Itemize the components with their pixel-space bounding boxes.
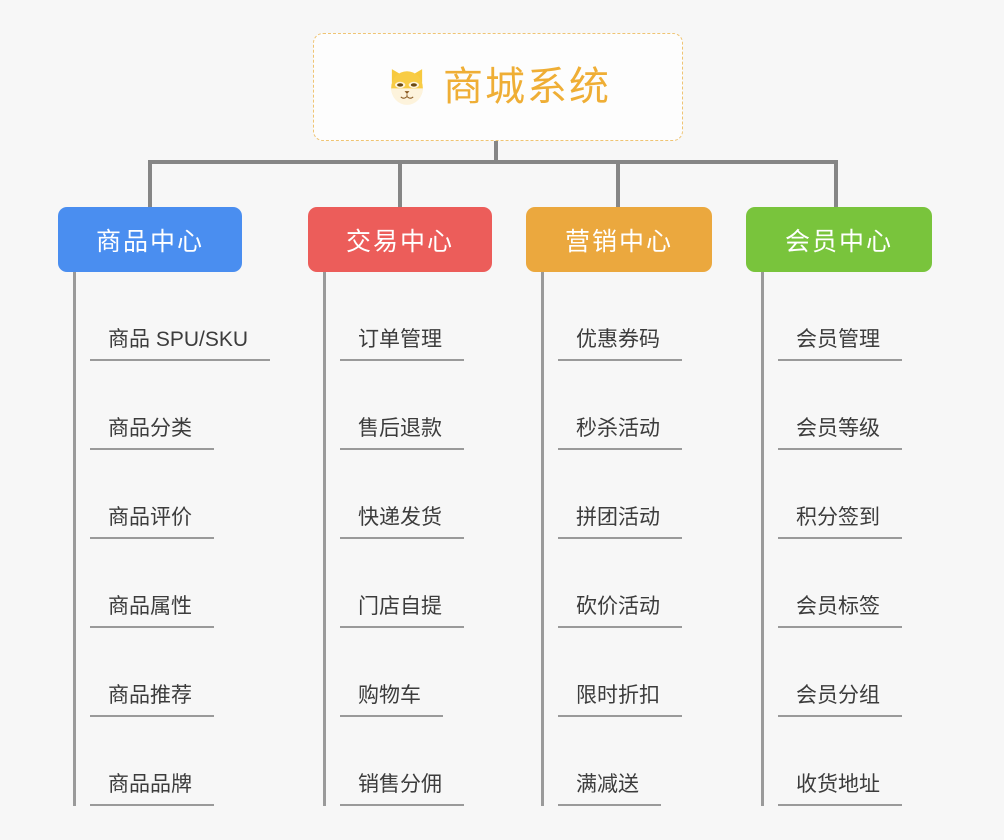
list-item[interactable]: 购物车: [326, 628, 492, 717]
connector-drop-4: [834, 160, 838, 208]
leaf-label: 优惠券码: [558, 329, 682, 361]
leaf-label: 商品分类: [90, 418, 214, 450]
leaf-label: 商品属性: [90, 596, 214, 628]
leaf-label: 会员分组: [778, 685, 902, 717]
connector-drop-3: [616, 160, 620, 208]
leaf-label: 砍价活动: [558, 596, 682, 628]
leaf-label: 商品品牌: [90, 774, 214, 806]
shiba-dog-face-icon: [391, 69, 423, 105]
list-item[interactable]: 商品属性: [76, 539, 270, 628]
leaf-label: 订单管理: [340, 329, 464, 361]
leaf-label: 售后退款: [340, 418, 464, 450]
connector-root-stem: [494, 141, 498, 164]
list-item[interactable]: 优惠券码: [544, 272, 712, 361]
list-item[interactable]: 拼团活动: [544, 450, 712, 539]
list-item[interactable]: 商品评价: [76, 450, 270, 539]
root-node-mall-system[interactable]: 商城系统: [313, 33, 683, 141]
category-node-marketing-center[interactable]: 营销中心: [526, 207, 712, 272]
list-item[interactable]: 秒杀活动: [544, 361, 712, 450]
branch-column-marketing-center: 营销中心 优惠券码 秒杀活动 拼团活动 砍价活动 限时折扣 满减送: [526, 207, 712, 806]
leaf-label: 快递发货: [340, 507, 464, 539]
list-item[interactable]: 会员管理: [764, 272, 932, 361]
leaf-list-product-center: 商品 SPU/SKU 商品分类 商品评价 商品属性 商品推荐 商品品牌: [73, 272, 271, 806]
leaf-label: 积分签到: [778, 507, 902, 539]
list-item[interactable]: 会员分组: [764, 628, 932, 717]
leaf-label: 会员标签: [778, 596, 902, 628]
list-item[interactable]: 商品品牌: [76, 717, 270, 806]
connector-drop-1: [148, 160, 152, 208]
leaf-label: 销售分佣: [340, 774, 464, 806]
list-item[interactable]: 积分签到: [764, 450, 932, 539]
leaf-label: 商品推荐: [90, 685, 214, 717]
leaf-label: 购物车: [340, 685, 443, 717]
root-node-title: 商城系统: [443, 65, 611, 109]
leaf-label: 拼团活动: [558, 507, 682, 539]
branch-column-trade-center: 交易中心 订单管理 售后退款 快递发货 门店自提 购物车 销售分佣: [308, 207, 492, 806]
list-item[interactable]: 收货地址: [764, 717, 932, 806]
list-item[interactable]: 商品 SPU/SKU: [76, 272, 271, 361]
branch-column-product-center: 商品中心 商品 SPU/SKU 商品分类 商品评价 商品属性 商品推荐 商品品牌: [58, 207, 271, 806]
list-item[interactable]: 商品推荐: [76, 628, 270, 717]
leaf-list-trade-center: 订单管理 售后退款 快递发货 门店自提 购物车 销售分佣: [323, 272, 492, 806]
category-node-trade-center[interactable]: 交易中心: [308, 207, 492, 272]
list-item[interactable]: 售后退款: [326, 361, 492, 450]
leaf-label: 商品评价: [90, 507, 214, 539]
list-item[interactable]: 快递发货: [326, 450, 492, 539]
leaf-label: 门店自提: [340, 596, 464, 628]
list-item[interactable]: 砍价活动: [544, 539, 712, 628]
list-item[interactable]: 订单管理: [326, 272, 492, 361]
leaf-label: 会员等级: [778, 418, 902, 450]
list-item[interactable]: 满减送: [544, 717, 712, 806]
list-item[interactable]: 会员标签: [764, 539, 932, 628]
leaf-label: 收货地址: [778, 774, 902, 806]
list-item[interactable]: 限时折扣: [544, 628, 712, 717]
list-item[interactable]: 门店自提: [326, 539, 492, 628]
leaf-list-member-center: 会员管理 会员等级 积分签到 会员标签 会员分组 收货地址: [761, 272, 932, 806]
connector-drop-2: [398, 160, 402, 208]
category-node-product-center[interactable]: 商品中心: [58, 207, 242, 272]
connector-horizontal-bus: [148, 160, 836, 164]
category-node-member-center[interactable]: 会员中心: [746, 207, 932, 272]
list-item[interactable]: 会员等级: [764, 361, 932, 450]
branch-column-member-center: 会员中心 会员管理 会员等级 积分签到 会员标签 会员分组 收货地址: [746, 207, 932, 806]
leaf-label: 秒杀活动: [558, 418, 682, 450]
list-item[interactable]: 销售分佣: [326, 717, 492, 806]
list-item[interactable]: 商品分类: [76, 361, 270, 450]
leaf-label: 商品 SPU/SKU: [90, 329, 271, 361]
leaf-label: 会员管理: [778, 329, 902, 361]
leaf-label: 满减送: [558, 774, 661, 806]
leaf-label: 限时折扣: [558, 685, 682, 717]
leaf-list-marketing-center: 优惠券码 秒杀活动 拼团活动 砍价活动 限时折扣 满减送: [541, 272, 712, 806]
